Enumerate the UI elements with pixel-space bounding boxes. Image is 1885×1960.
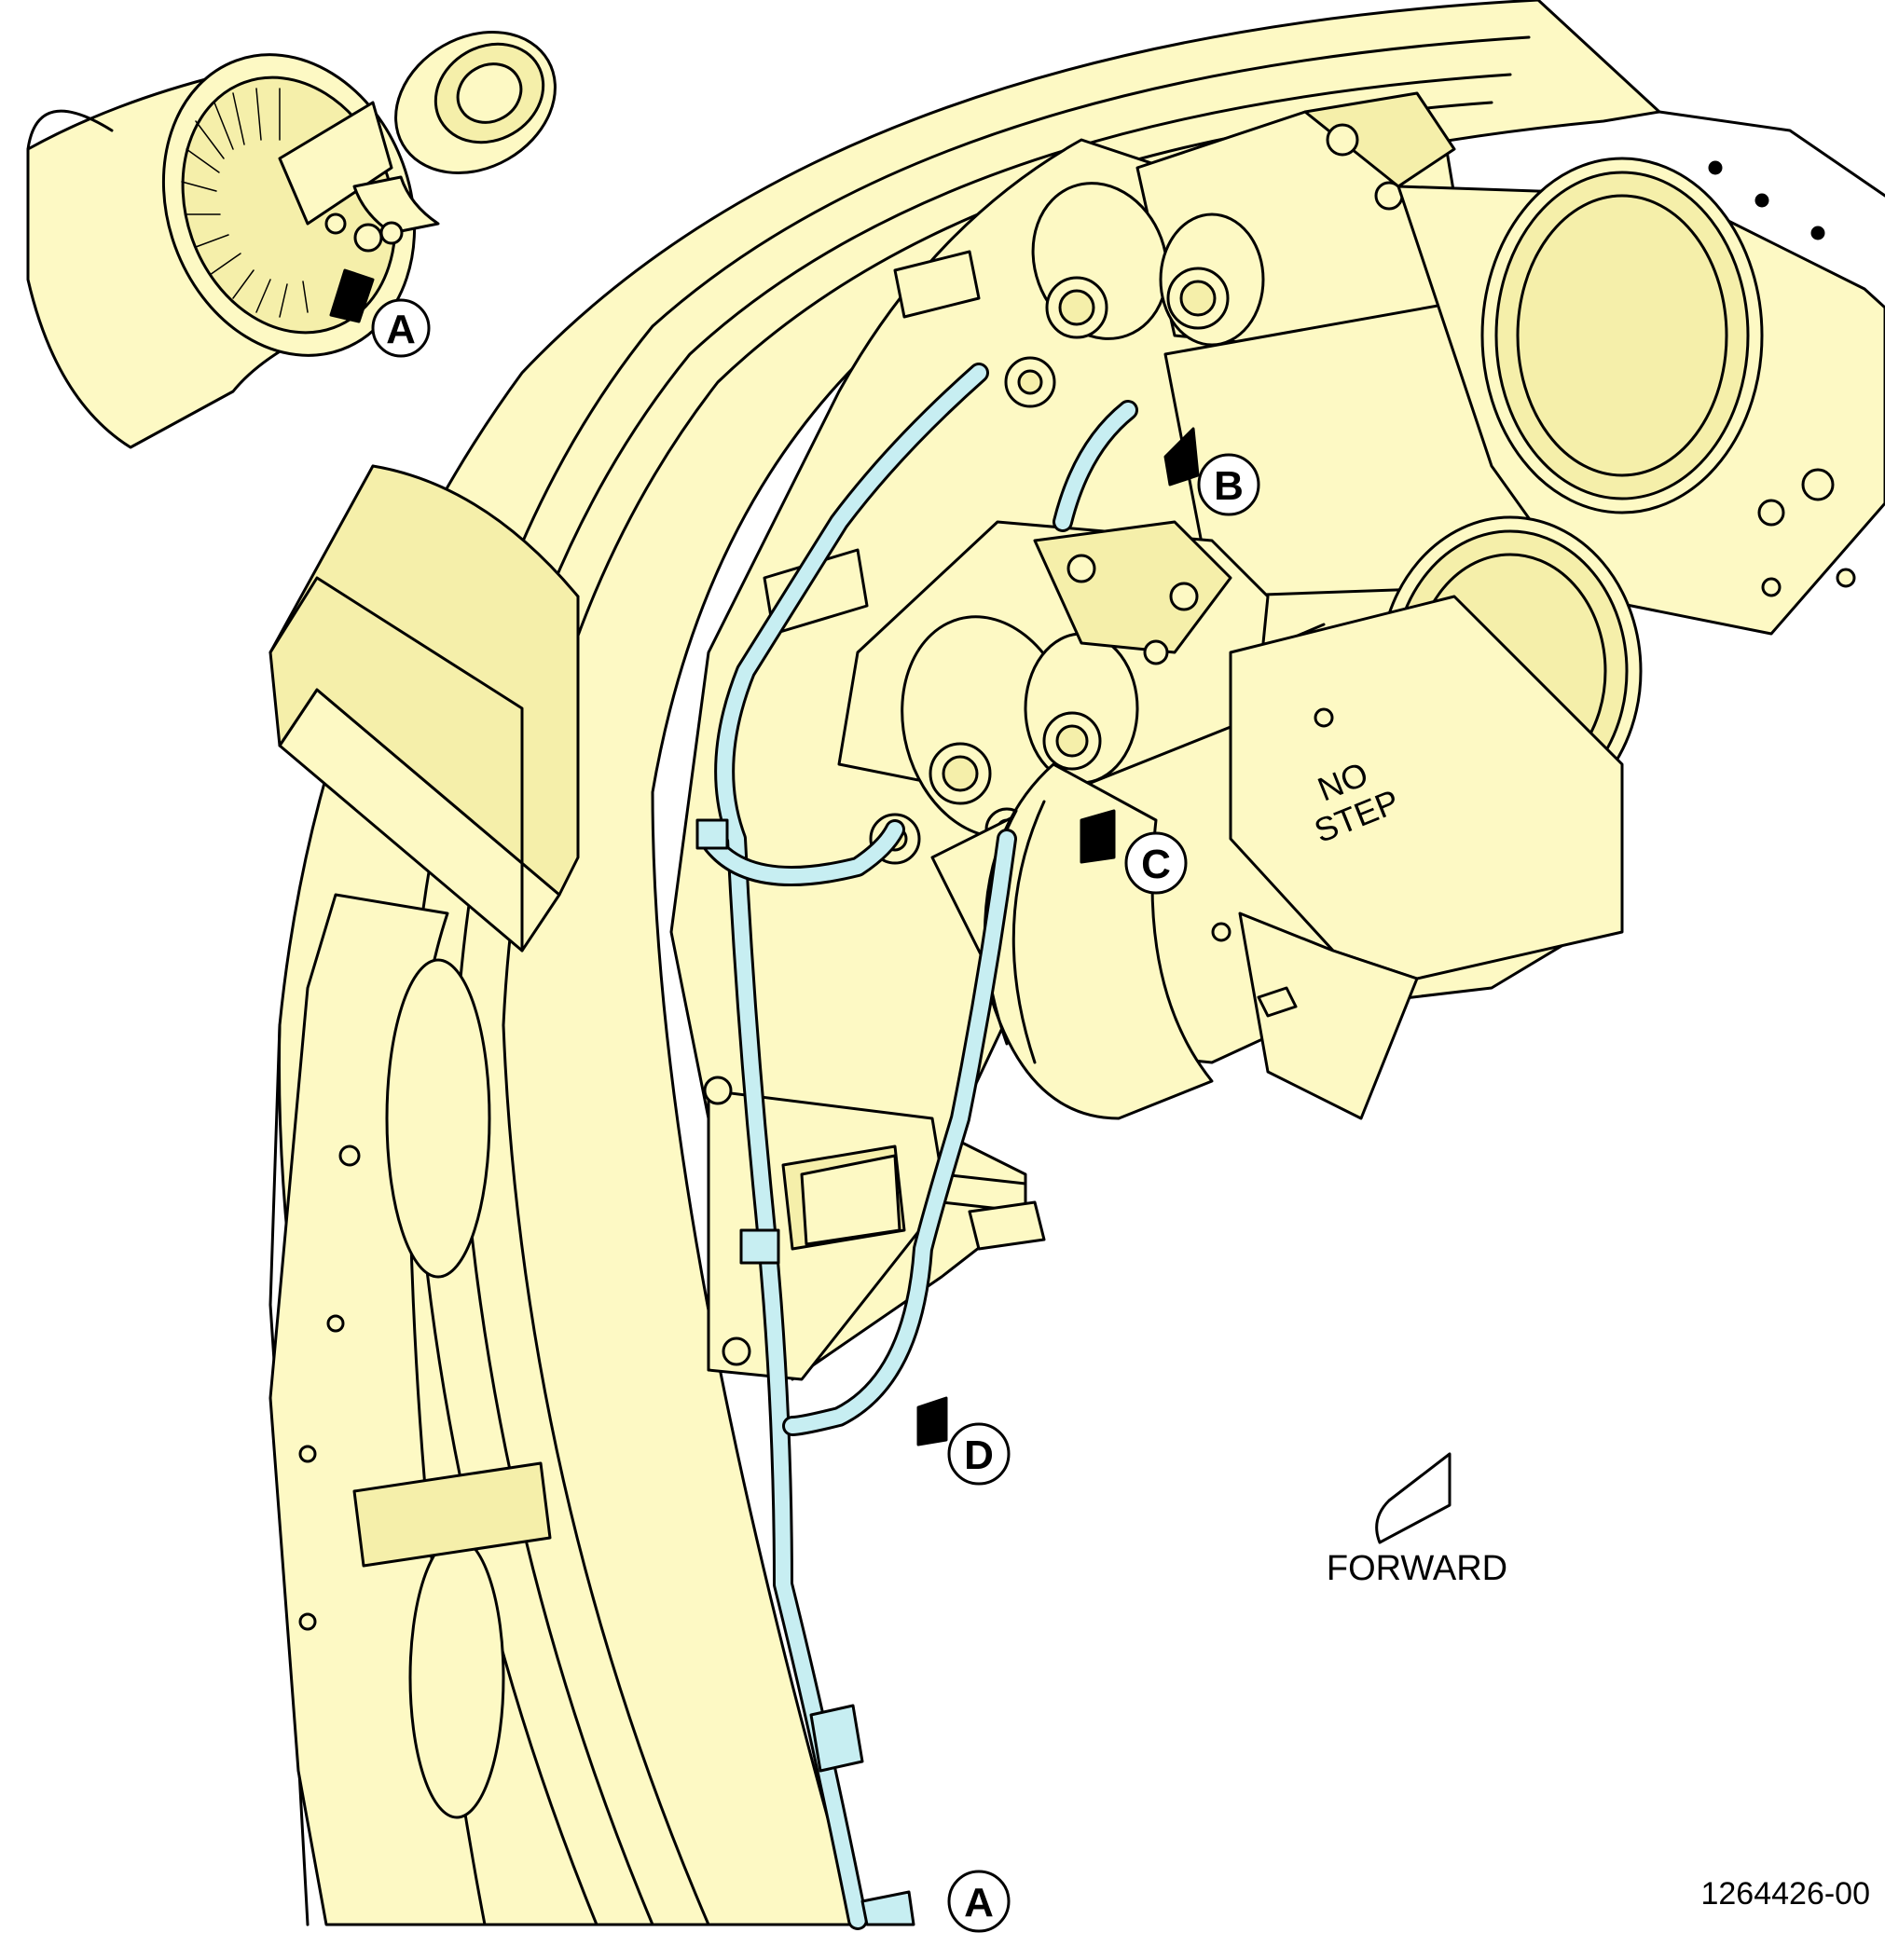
callout-b: [1163, 427, 1260, 516]
figure-part-number: 1264426-00: [1700, 1876, 1870, 1912]
upper-duct: [1397, 157, 1885, 636]
arrow-pointer-icon: [916, 1396, 948, 1446]
lower-valve-assembly: [837, 520, 1326, 865]
tubing: [695, 363, 1138, 1930]
callout-c-label: C: [1141, 842, 1171, 887]
outer-flange: [268, 893, 552, 1926]
callout-d: [916, 1396, 1011, 1486]
callout-d-label: D: [964, 1432, 994, 1478]
callout-c: [1080, 809, 1188, 895]
callout-a-bottom-label: A: [964, 1880, 994, 1926]
callout-b-label: B: [1214, 463, 1244, 509]
forward-label: FORWARD: [1327, 1549, 1507, 1588]
no-step-block: [1211, 595, 1624, 1120]
engine-locator-view: [26, 31, 557, 449]
callout-a-engine-label: A: [386, 307, 416, 352]
callout-a-engine: [329, 268, 431, 358]
arrow-pointer-icon: [1080, 809, 1116, 864]
box-housing: [268, 464, 580, 953]
stencil-arrow-icon: [1257, 986, 1298, 1018]
arrow-pointer-icon: [329, 268, 375, 323]
forward-direction-arrow-icon: [1375, 1452, 1452, 1544]
tube-clips: [763, 250, 981, 1246]
arrow-pointer-icon: [1163, 427, 1200, 487]
callout-a-bottom: [947, 1870, 1011, 1933]
